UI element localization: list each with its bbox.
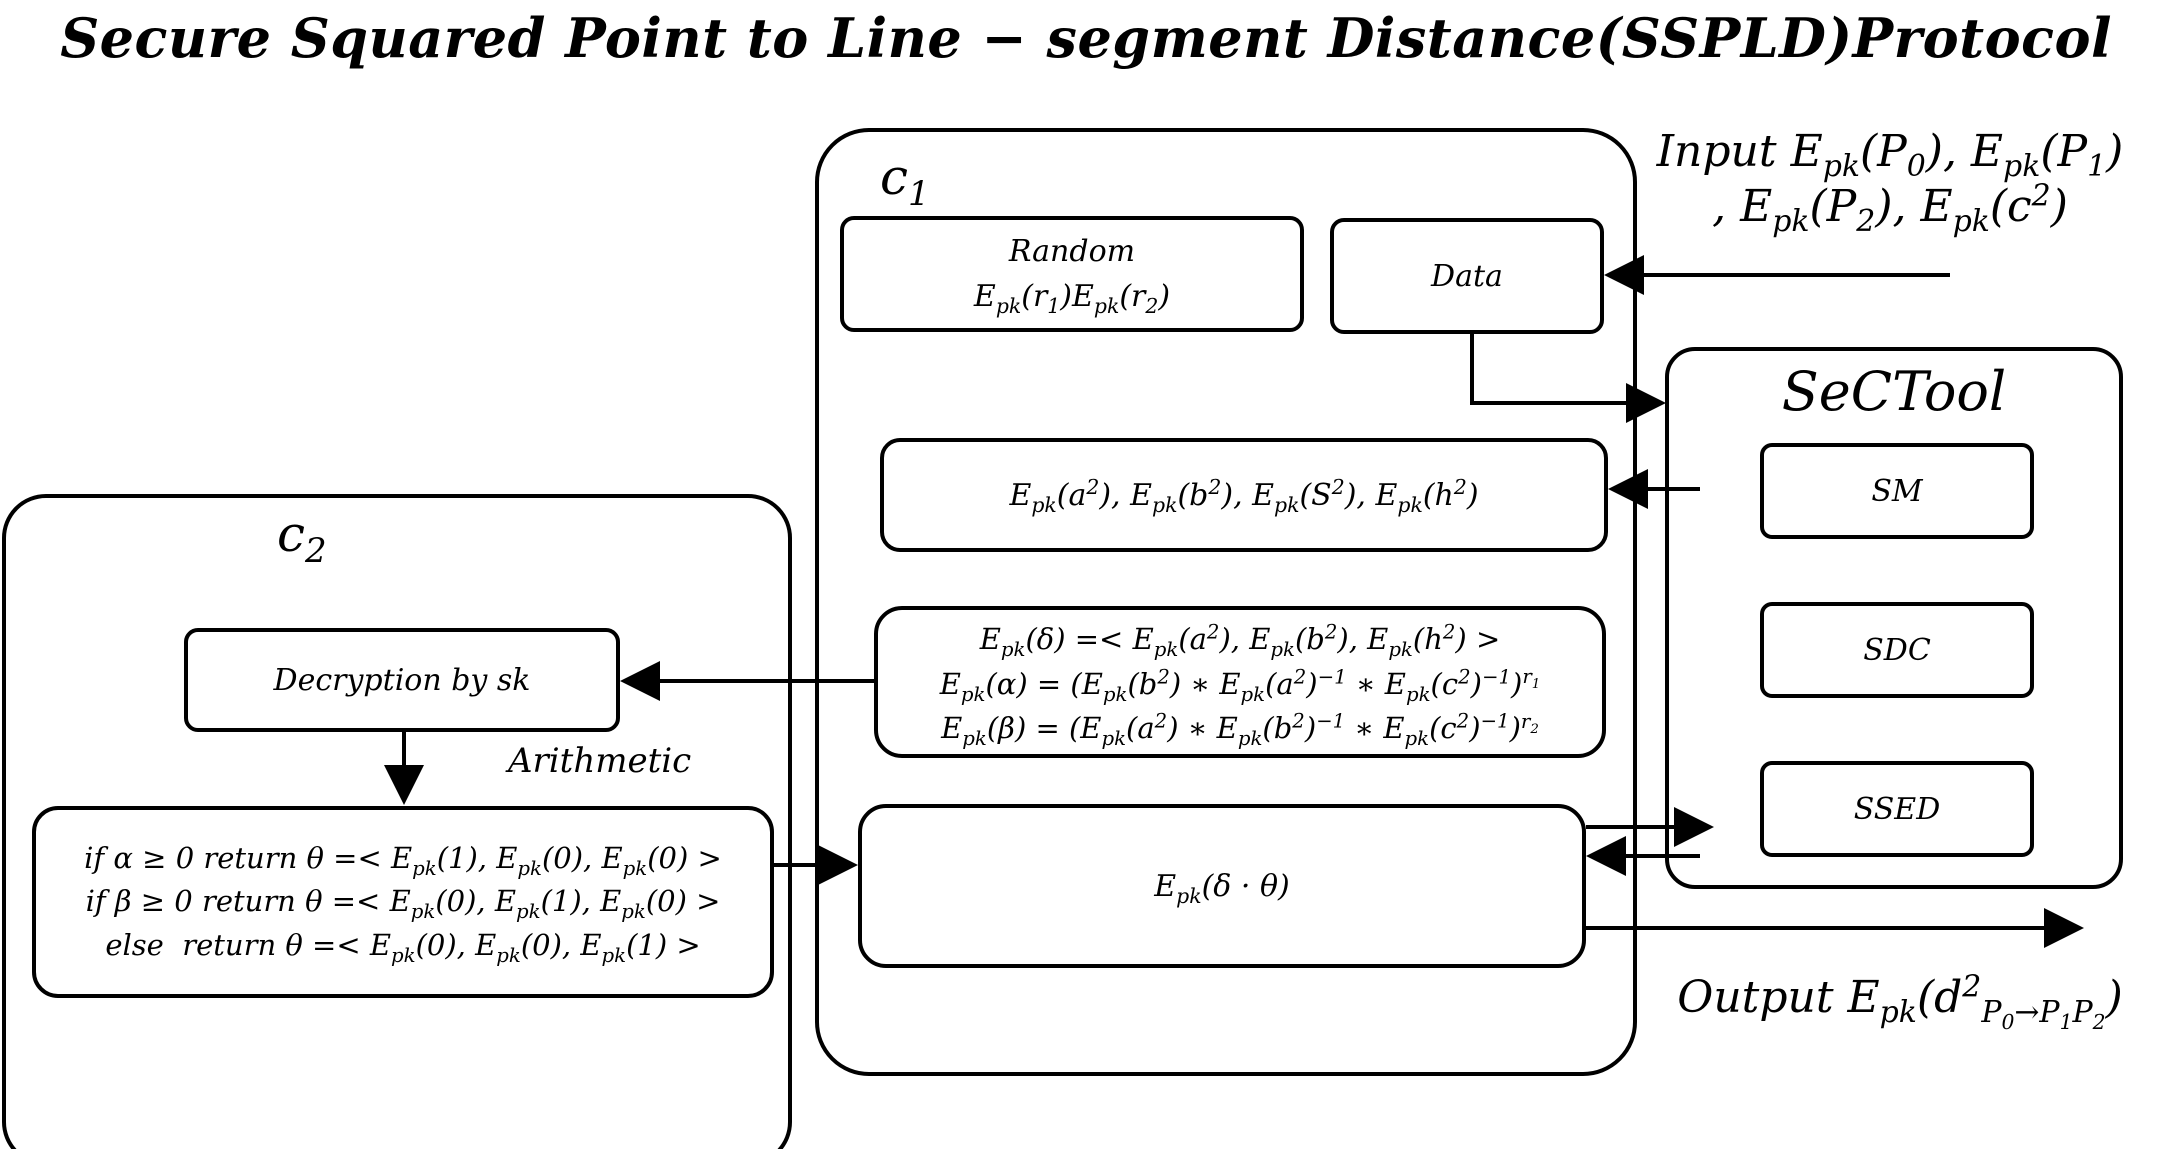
random-values: Epk(r1)Epk(r2) — [973, 279, 1171, 318]
output-text: Output Epk(d2P0→P1P2) — [1677, 969, 2123, 1034]
delta-box: Epk(δ) =< Epk(a2), Epk(b2), Epk(h2) > Ep… — [874, 606, 1606, 758]
decryption-box: Decryption by sk — [184, 628, 620, 732]
c1-container — [815, 128, 1637, 1076]
beta-line: Epk(β) = (Epk(a2) ∗ Epk(b2)−1 ∗ Epk(c2)−… — [941, 709, 1539, 751]
sectool-container — [1665, 347, 2123, 889]
product-box: Epk(δ · θ) — [858, 804, 1586, 968]
sectool-label: SeCTool — [1781, 360, 2007, 423]
delta-line: Epk(δ) =< Epk(a2), Epk(b2), Epk(h2) > — [979, 619, 1501, 661]
squares-text: Epk(a2), Epk(b2), Epk(S2), Epk(h2) — [1009, 474, 1479, 517]
sm-box: SM — [1760, 443, 2034, 539]
c2-container — [2, 494, 792, 1149]
input-label: Input Epk(P0), Epk(P1) , Epk(P2), Epk(c2… — [1640, 124, 2140, 239]
condition-beta: if β ≥ 0 return θ =< Epk(0), Epk(1), Epk… — [85, 884, 721, 924]
arithmetic-label: Arithmetic — [508, 741, 692, 781]
condition-else: else return θ =< Epk(0), Epk(0), Epk(1) … — [105, 927, 701, 967]
product-text: Epk(δ · θ) — [1154, 868, 1290, 908]
squares-box: Epk(a2), Epk(b2), Epk(S2), Epk(h2) — [880, 438, 1608, 552]
output-label: Output Epk(d2P0→P1P2) — [1660, 969, 2140, 1034]
diagram-title: Secure Squared Point to Line − segment D… — [60, 6, 2112, 70]
random-box: Random Epk(r1)Epk(r2) — [840, 216, 1304, 332]
sdc-box: SDC — [1760, 602, 2034, 698]
c2-label: c2 — [277, 505, 327, 571]
input-line-1: Input Epk(P0), Epk(P1) — [1656, 126, 2124, 184]
conditions-box: if α ≥ 0 return θ =< Epk(1), Epk(0), Epk… — [32, 806, 774, 998]
input-line-2: , Epk(P2), Epk(c2) — [1712, 178, 2068, 239]
random-label: Random — [1008, 234, 1136, 269]
alpha-line: Epk(α) = (Epk(b2) ∗ Epk(a2)−1 ∗ Epk(c2)−… — [939, 664, 1541, 706]
data-box: Data — [1330, 218, 1604, 334]
arrow-data-to-sectool — [1470, 334, 1666, 423]
condition-alpha: if α ≥ 0 return θ =< Epk(1), Epk(0), Epk… — [84, 840, 722, 880]
c1-label: c1 — [880, 148, 930, 214]
ssed-box: SSED — [1760, 761, 2034, 857]
